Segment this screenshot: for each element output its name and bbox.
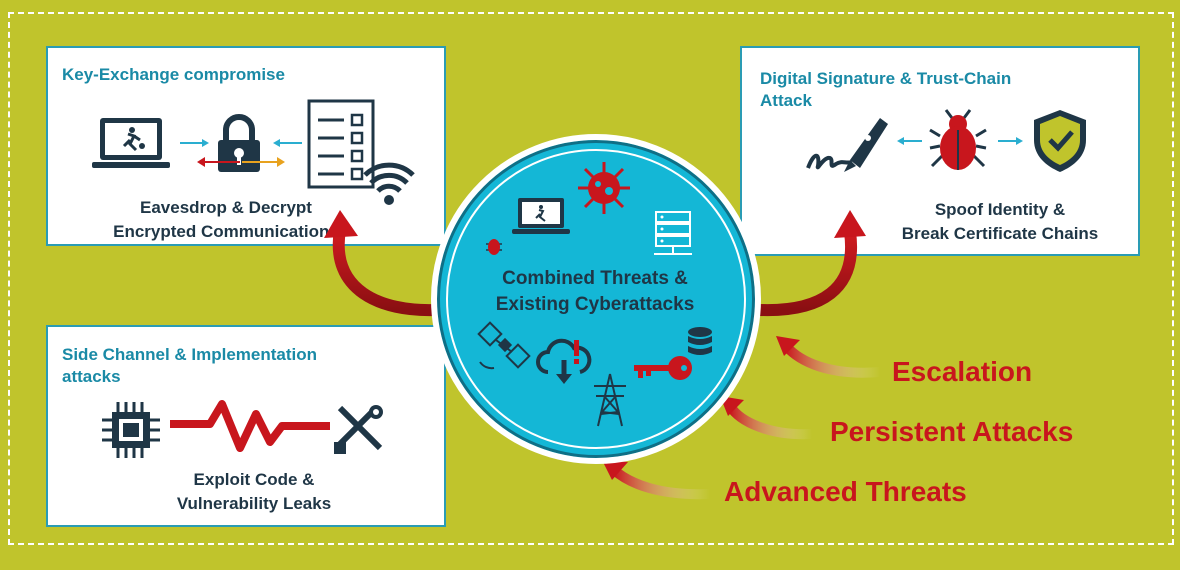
tools-icon: [334, 405, 383, 454]
arrow-left-icon: [273, 139, 302, 147]
signature-caption: Spoof Identity & Break Certificate Chain…: [860, 198, 1140, 246]
laptop-intruder-icon: [92, 118, 170, 168]
virus-icon: [578, 162, 630, 214]
signature-title-line2: Attack: [760, 91, 812, 110]
cloud-download-icon: [536, 338, 592, 384]
server-network-icon: [654, 211, 692, 255]
signature-title: Digital Signature & Trust-Chain Attack: [760, 68, 1080, 112]
arrow-persistent: [725, 403, 813, 440]
power-tower-icon: [594, 373, 626, 427]
arrow-right-icon: [180, 139, 209, 147]
arrow-persistent-head: [720, 396, 744, 416]
bug-icon: [929, 109, 987, 170]
lock-icon: [218, 114, 260, 172]
center-circle-ring: [446, 149, 746, 449]
arrow-to-signature-head: [834, 210, 866, 238]
center-label-line1: Combined Threats &: [502, 268, 688, 289]
center-label: Combined Threats & Existing Cyberattacks: [470, 266, 720, 318]
signal-wave-icon: [170, 400, 330, 452]
side-channel-caption: Exploit Code & Vulnerability Leaks: [114, 468, 394, 516]
key-exchange-title: Key-Exchange compromise: [62, 65, 285, 84]
signature-caption-line2: Break Certificate Chains: [901, 224, 1099, 243]
dashed-frame: [8, 12, 1174, 545]
arrow-left-small-icon: [897, 137, 922, 145]
arrow-to-key-exchange-head: [324, 210, 358, 238]
side-channel-title-line1: Side Channel & Implementation: [62, 345, 318, 364]
key-icon: [634, 356, 692, 380]
checklist-document-icon: [307, 99, 375, 189]
laptop-intruder-small-icon: [512, 198, 570, 234]
bidirectional-arrow-icon: [197, 157, 285, 167]
advanced-threats-label: Advanced Threats: [724, 476, 967, 507]
key-exchange-caption: Eavesdrop & Decrypt Encrypted Communicat…: [86, 196, 366, 244]
escalation-label: Escalation: [892, 356, 1033, 387]
database-icon: [688, 327, 712, 355]
side-channel-caption-line2: Vulnerability Leaks: [176, 494, 332, 513]
arrow-advanced-head: [602, 460, 628, 480]
key-exchange-caption-line2: Encrypted Communications: [113, 222, 339, 241]
satellite-icon: [477, 321, 531, 370]
center-label-line2: Existing Cyberattacks: [495, 294, 695, 315]
side-channel-caption-line1: Exploit Code &: [193, 470, 315, 489]
microchip-icon: [102, 402, 160, 458]
side-channel-title: Side Channel & Implementation attacks: [62, 344, 382, 388]
arrow-to-signature: [759, 231, 858, 317]
shield-check-icon: [1034, 110, 1086, 172]
signature-title-line1: Digital Signature & Trust-Chain: [760, 69, 1012, 88]
wifi-icon: [363, 162, 415, 205]
arrow-advanced: [610, 466, 711, 500]
key-exchange-caption-line1: Eavesdrop & Decrypt: [140, 198, 312, 217]
arrow-to-key-exchange: [332, 229, 437, 317]
side-channel-title-line2: attacks: [62, 367, 121, 386]
bug-small-icon: [486, 239, 502, 255]
arrow-escalation: [782, 342, 881, 378]
signature-caption-line1: Spoof Identity &: [934, 200, 1066, 219]
arrow-right-small-icon: [998, 137, 1023, 145]
arrow-escalation-head: [776, 336, 800, 356]
pen-signature-icon: [806, 118, 888, 172]
persistent-attacks-label: Persistent Attacks: [830, 416, 1074, 447]
